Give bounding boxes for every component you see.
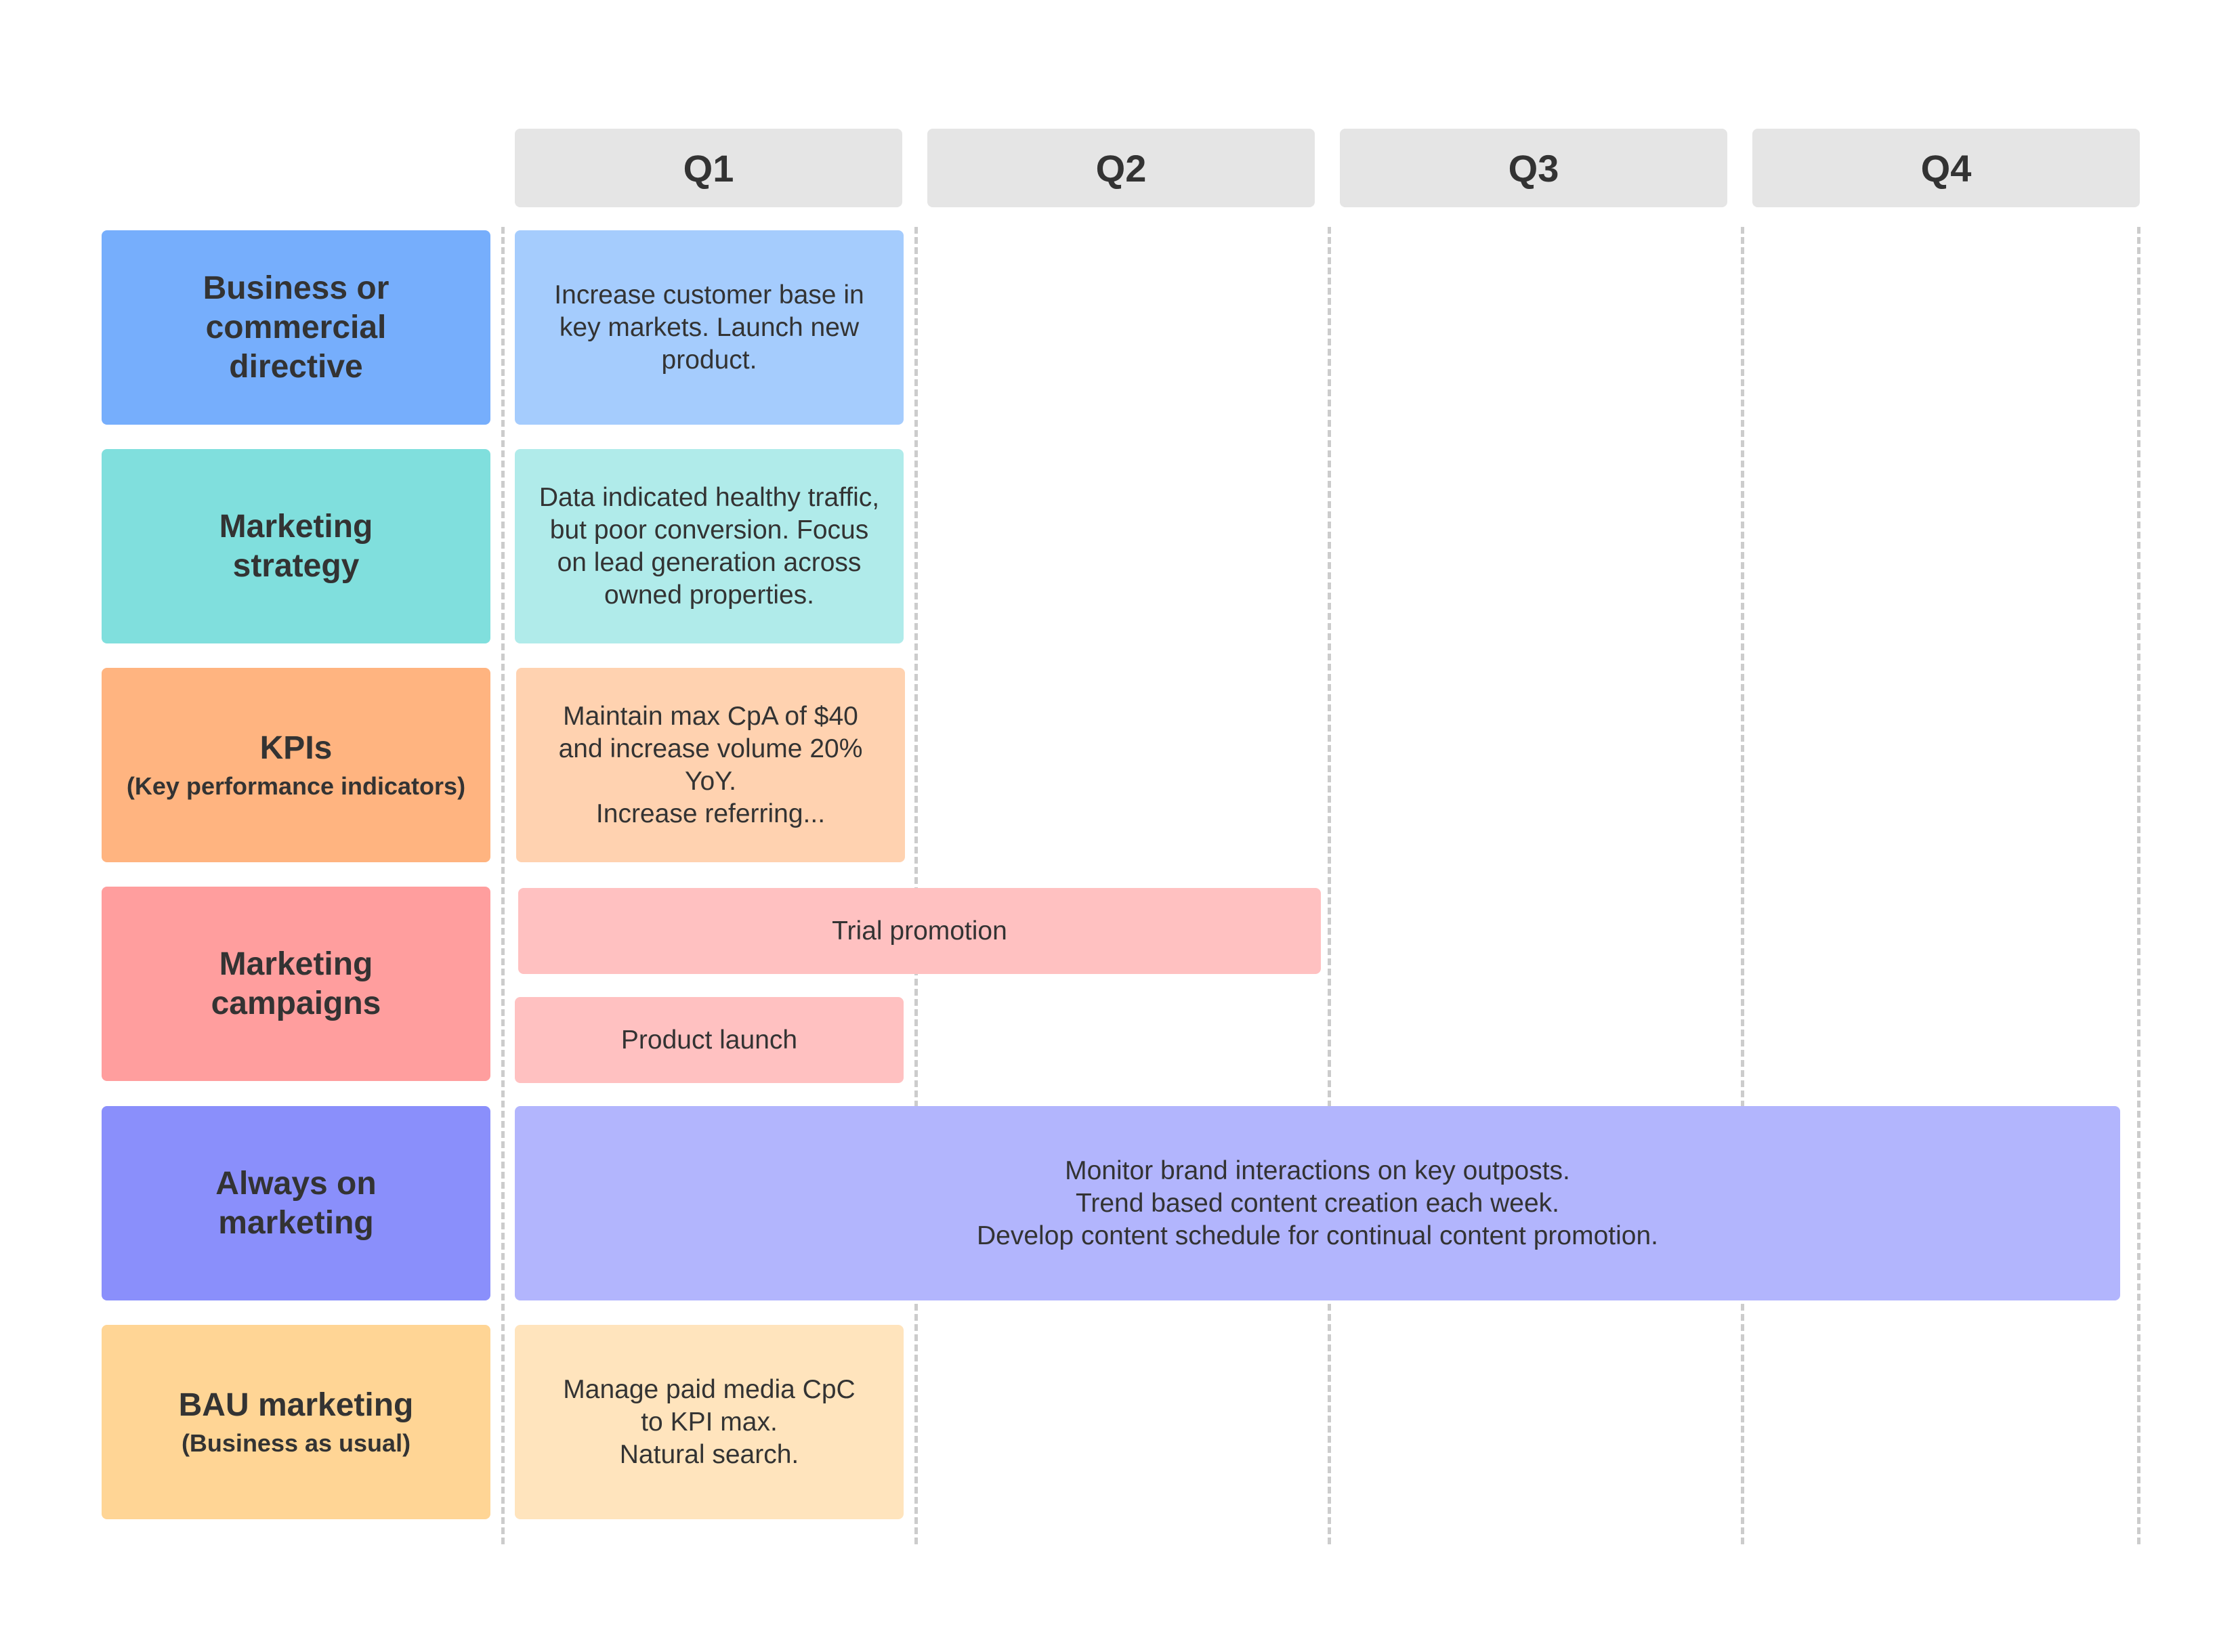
card-always-on: Monitor brand interactions on key outpos… (515, 1106, 2120, 1300)
row-label-bau: BAU marketing (Business as usual) (102, 1325, 490, 1519)
column-divider (1741, 227, 1744, 1544)
card-business-q1: Increase customer base in key markets. L… (515, 230, 904, 425)
column-divider (501, 227, 505, 1544)
column-divider (914, 227, 918, 1544)
row-label-marketing-strategy: Marketing strategy (102, 449, 490, 643)
card-product-launch: Product launch (515, 997, 904, 1083)
row-label-title: BAU marketing (178, 1386, 414, 1423)
row-label-always-on: Always on marketing (102, 1106, 490, 1300)
row-label-business-directive: Business or commercial directive (102, 230, 490, 425)
row-label-title: Marketing campaigns (211, 946, 381, 1021)
row-label-kpis: KPIs (Key performance indicators) (102, 668, 490, 862)
column-header-q4: Q4 (1752, 129, 2140, 207)
card-trial-promotion: Trial promotion (518, 888, 1321, 974)
row-label-title: Marketing strategy (219, 508, 373, 584)
column-divider (2137, 227, 2140, 1544)
row-label-title: KPIs (259, 729, 333, 766)
row-label-title: Business or commercial directive (203, 270, 389, 385)
row-label-marketing-campaigns: Marketing campaigns (102, 887, 490, 1081)
column-divider (1328, 227, 1331, 1544)
card-bau-q1: Manage paid media CpC to KPI max. Natura… (515, 1325, 904, 1519)
column-header-q1: Q1 (515, 129, 902, 207)
row-label-title: Always on marketing (215, 1165, 377, 1241)
card-strategy-q1: Data indicated healthy traffic, but poor… (515, 449, 904, 643)
column-header-q3: Q3 (1340, 129, 1727, 207)
row-label-subtitle: (Business as usual) (181, 1428, 411, 1457)
row-label-subtitle: (Key performance indicators) (126, 771, 466, 800)
column-header-q2: Q2 (927, 129, 1315, 207)
card-kpis-q1: Maintain max CpA of $40 and increase vol… (516, 668, 905, 862)
